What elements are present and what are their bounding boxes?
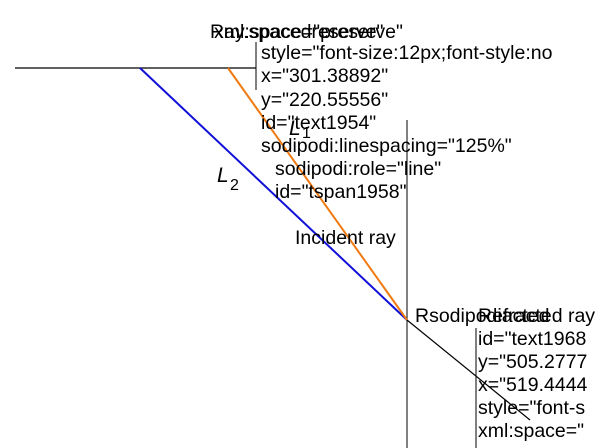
label-L1: L — [289, 117, 301, 140]
label-L2-sub: 2 — [230, 177, 239, 194]
label-L2: L — [217, 164, 229, 187]
tspan-line-2: id="tspan1958" — [275, 181, 407, 203]
attr-line-4: id="text1954" — [261, 112, 376, 134]
attr-bottom-5: xml:space=" — [478, 420, 584, 442]
attr-line-2: x="301.38892" — [261, 65, 388, 87]
incident-ray-label: Incident ray — [295, 227, 396, 249]
ray-L2 — [139, 67, 408, 321]
attr-bottom-3: x="519.4444 — [478, 374, 588, 396]
attr-bottom-1: id="text1968 — [478, 328, 586, 350]
attr-line-3: y="220.55556" — [261, 89, 388, 111]
attr-bottom-4: style="font-s — [478, 397, 585, 419]
label-L1-sub: 1 — [302, 125, 311, 142]
attr-bottom-2: y="505.2777 — [478, 351, 587, 373]
attr-line-5: sodipodi:linespacing="125%" — [261, 135, 512, 157]
refracted-label-a: Rsodipodiacted — [415, 305, 549, 327]
refracted-ray — [406, 319, 531, 421]
tspan-line-1: sodipodi:role="line" — [275, 158, 441, 180]
refracted-label-b: Refracted ray — [478, 305, 595, 327]
top-label-b: xml:space="preserve" — [214, 21, 403, 43]
attr-line-1: style="font-size:12px;font-style:no — [261, 42, 553, 64]
ray-L1 — [227, 67, 408, 321]
top-label-a: Ray.spacedreserve" — [210, 21, 384, 43]
